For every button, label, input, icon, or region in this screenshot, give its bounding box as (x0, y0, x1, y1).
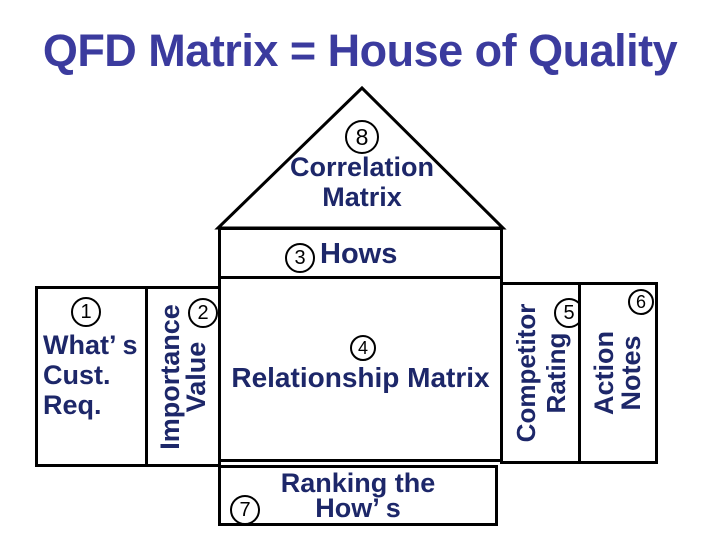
ranking-the-hows-box: 7 Ranking the How’ s (218, 465, 498, 526)
ranking-the-hows-line2: How’ s (315, 493, 401, 523)
action-notes-label: Action Notes (589, 331, 646, 415)
importance-value-line1: Importance (155, 303, 185, 450)
whats-cust-req-label: What’ s Cust. Req. (43, 330, 138, 420)
correlation-matrix-line2: Matrix (322, 182, 402, 212)
correlation-matrix-label: Correlation Matrix (237, 152, 487, 212)
step-7-badge: 7 (230, 495, 260, 525)
importance-value-box: Importance Value 2 (145, 286, 221, 467)
step-6-badge: 6 (628, 289, 654, 315)
step-8-badge: 8 (345, 120, 379, 154)
whats-cust-req-line3: Req. (43, 390, 102, 420)
action-notes-line2: Notes (616, 335, 646, 411)
whats-cust-req-line2: Cust. (43, 360, 111, 390)
relationship-matrix-label: Relationship Matrix (231, 362, 490, 393)
action-notes-line1: Action (589, 331, 619, 415)
page-title: QFD Matrix = House of Quality (42, 25, 678, 76)
step-1-badge: 1 (71, 297, 101, 327)
ranking-the-hows-line1: Ranking the (280, 468, 436, 498)
competitor-rating-box: Competitor Rating 5 (500, 282, 584, 464)
whats-cust-req-line1: What’ s (43, 330, 138, 360)
hows-box: 3 Hows (218, 227, 503, 279)
hows-label: Hows (320, 238, 398, 270)
step-2-badge: 2 (188, 298, 218, 328)
action-notes-box: Action Notes 6 (578, 282, 658, 464)
relationship-matrix-box: 4 Relationship Matrix (218, 276, 503, 462)
correlation-matrix-line1: Correlation (289, 152, 435, 182)
ranking-the-hows-label: Ranking the How’ s (221, 468, 495, 523)
step-4-badge: 4 (350, 335, 376, 361)
whats-cust-req-box: 1 What’ s Cust. Req. (35, 286, 148, 467)
competitor-rating-line1: Competitor (510, 303, 541, 443)
step-3-badge: 3 (285, 243, 315, 273)
